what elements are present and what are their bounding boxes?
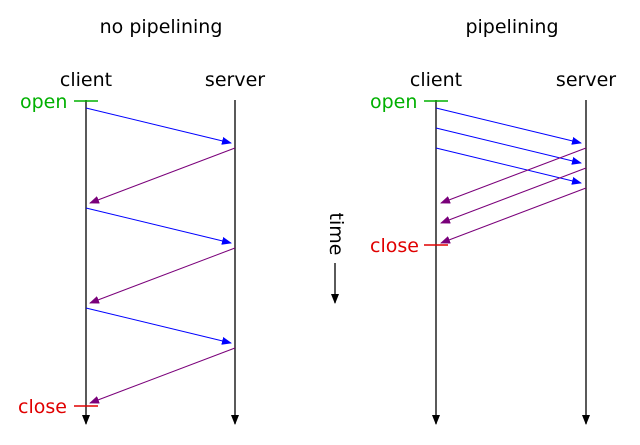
right-request-arrow	[435, 127, 582, 165]
left-request-arrow	[85, 207, 232, 245]
left-close-label: close	[18, 396, 67, 418]
time-axis: time	[325, 213, 347, 304]
left-client-label: client	[60, 69, 112, 91]
right-request-arrow	[435, 147, 582, 185]
pipelining-panel: pipelining client server open close	[370, 16, 616, 425]
pipelining-title: pipelining	[465, 16, 558, 38]
left-request-arrow	[85, 307, 232, 345]
right-response-arrow	[440, 167, 587, 224]
time-label: time	[325, 213, 347, 256]
left-response-arrow	[89, 247, 236, 304]
left-request-arrow	[85, 107, 232, 145]
left-response-arrow	[89, 347, 236, 404]
left-response-arrow	[89, 147, 236, 204]
left-open-label: open	[20, 91, 67, 113]
left-server-label: server	[205, 69, 265, 91]
right-close-label: close	[370, 235, 419, 257]
no-pipelining-title: no pipelining	[100, 16, 223, 38]
right-client-label: client	[410, 69, 462, 91]
right-response-arrow	[440, 187, 587, 244]
no-pipelining-panel: no pipelining client server open close	[18, 16, 265, 425]
right-response-arrow	[440, 147, 587, 204]
right-server-label: server	[556, 69, 616, 91]
right-open-label: open	[370, 91, 417, 113]
right-request-arrow	[435, 107, 582, 145]
